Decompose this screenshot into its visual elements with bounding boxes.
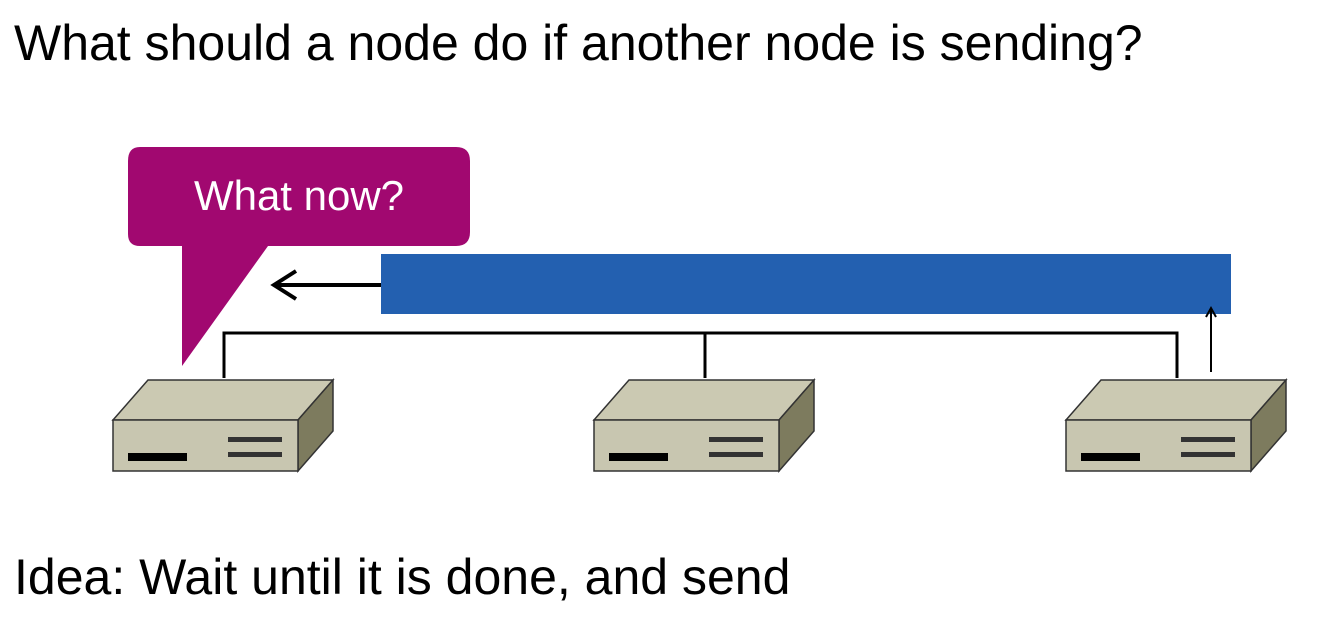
signal-bar (381, 254, 1231, 314)
speech-bubble (128, 147, 470, 366)
network-node-1 (111, 378, 335, 473)
bus-cable (222, 331, 1179, 378)
network-node-2 (592, 378, 816, 473)
speech-bubble-text: What now? (193, 172, 405, 219)
left-arrow-icon (270, 269, 381, 301)
slide-title: What should a node do if another node is… (14, 15, 1143, 71)
up-arrow-icon (1205, 305, 1217, 372)
slide-footer-idea: Idea: Wait until it is done, and send (14, 549, 791, 605)
network-node-3 (1064, 378, 1288, 473)
